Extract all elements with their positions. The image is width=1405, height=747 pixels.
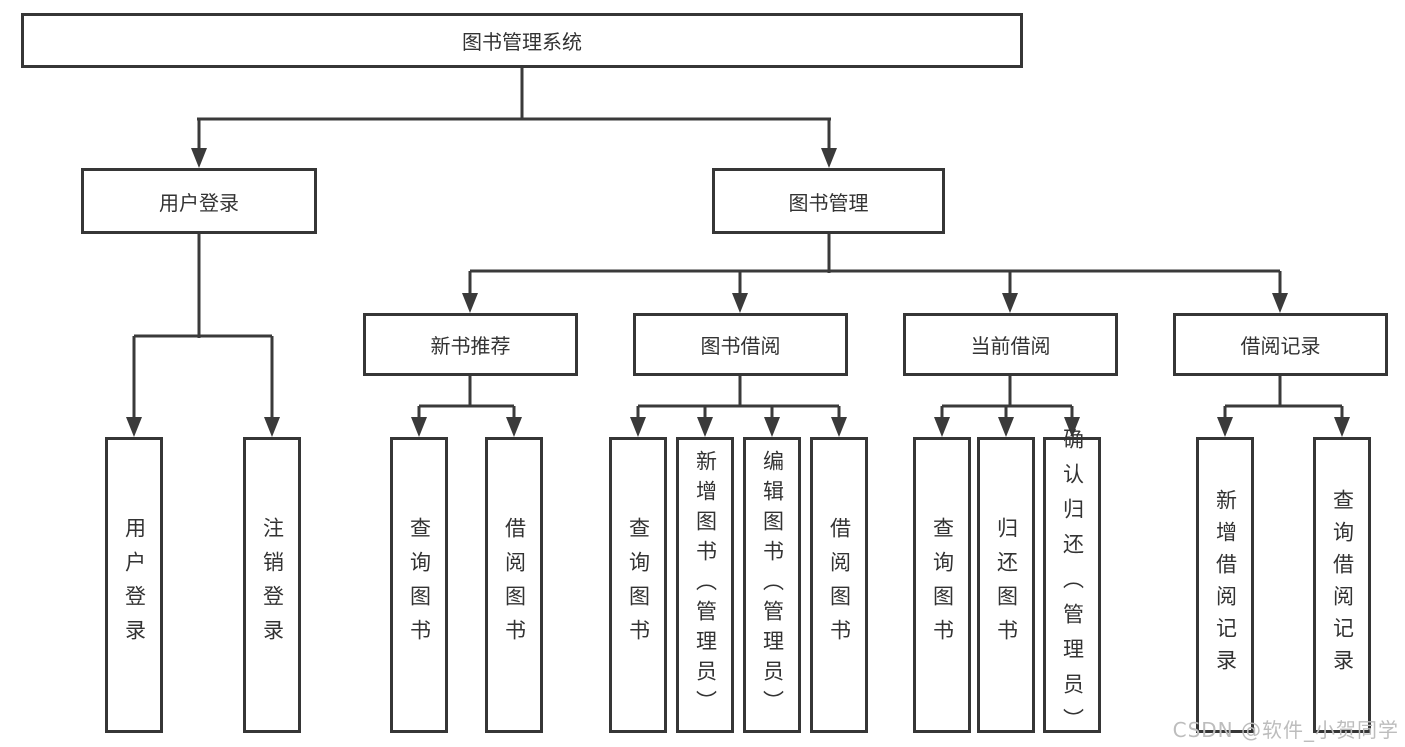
connector-path xyxy=(132,68,1344,419)
leaf-borrow-books-recommend: 借阅图书 xyxy=(485,437,543,733)
watermark: CSDN @软件_小贺同学 xyxy=(1172,718,1399,742)
leaf-confirm-return-admin-label: 确认归还（管理员） xyxy=(1060,427,1085,743)
leaf-user-login: 用户登录 xyxy=(105,437,163,733)
leaf-query-books-recommend: 查询图书 xyxy=(390,437,448,733)
leaf-query-books-borrow: 查询图书 xyxy=(609,437,667,733)
leaf-borrow-books: 借阅图书 xyxy=(810,437,868,733)
leaf-return-books-label: 归还图书 xyxy=(994,517,1019,653)
leaf-query-books-recommend-label: 查询图书 xyxy=(407,517,432,653)
node-borrowing-records: 借阅记录 xyxy=(1173,313,1388,376)
node-user-login: 用户登录 xyxy=(81,168,317,234)
leaf-edit-books-admin-label: 编辑图书（管理员） xyxy=(760,450,785,720)
leaf-add-borrow-record-label: 新增借阅记录 xyxy=(1213,489,1238,681)
leaf-user-login-label: 用户登录 xyxy=(122,517,147,653)
node-new-book-recommendation: 新书推荐 xyxy=(363,313,578,376)
leaf-logout-label: 注销登录 xyxy=(260,517,285,653)
leaf-confirm-return-admin: 确认归还（管理员） xyxy=(1043,428,1101,743)
leaf-logout: 注销登录 xyxy=(243,437,301,733)
leaf-query-books-current-label: 查询图书 xyxy=(930,517,955,653)
node-current-borrowing: 当前借阅 xyxy=(903,313,1118,376)
leaf-add-books-admin: 新增图书（管理员） xyxy=(676,437,734,733)
leaf-query-borrow-record-label: 查询借阅记录 xyxy=(1330,489,1355,681)
leaf-query-borrow-record: 查询借阅记录 xyxy=(1313,437,1371,733)
leaf-query-books-borrow-label: 查询图书 xyxy=(626,517,651,653)
leaf-edit-books-admin: 编辑图书（管理员） xyxy=(743,437,801,733)
leaf-add-books-admin-label: 新增图书（管理员） xyxy=(693,450,718,720)
node-book-management: 图书管理 xyxy=(712,168,945,234)
node-library-system: 图书管理系统 xyxy=(21,13,1023,68)
node-book-borrowing: 图书借阅 xyxy=(633,313,848,376)
leaf-query-books-current: 查询图书 xyxy=(913,437,971,733)
leaf-return-books: 归还图书 xyxy=(977,437,1035,733)
leaf-borrow-books-recommend-label: 借阅图书 xyxy=(502,517,527,653)
leaf-add-borrow-record: 新增借阅记录 xyxy=(1196,437,1254,733)
leaf-borrow-books-label: 借阅图书 xyxy=(827,517,852,653)
